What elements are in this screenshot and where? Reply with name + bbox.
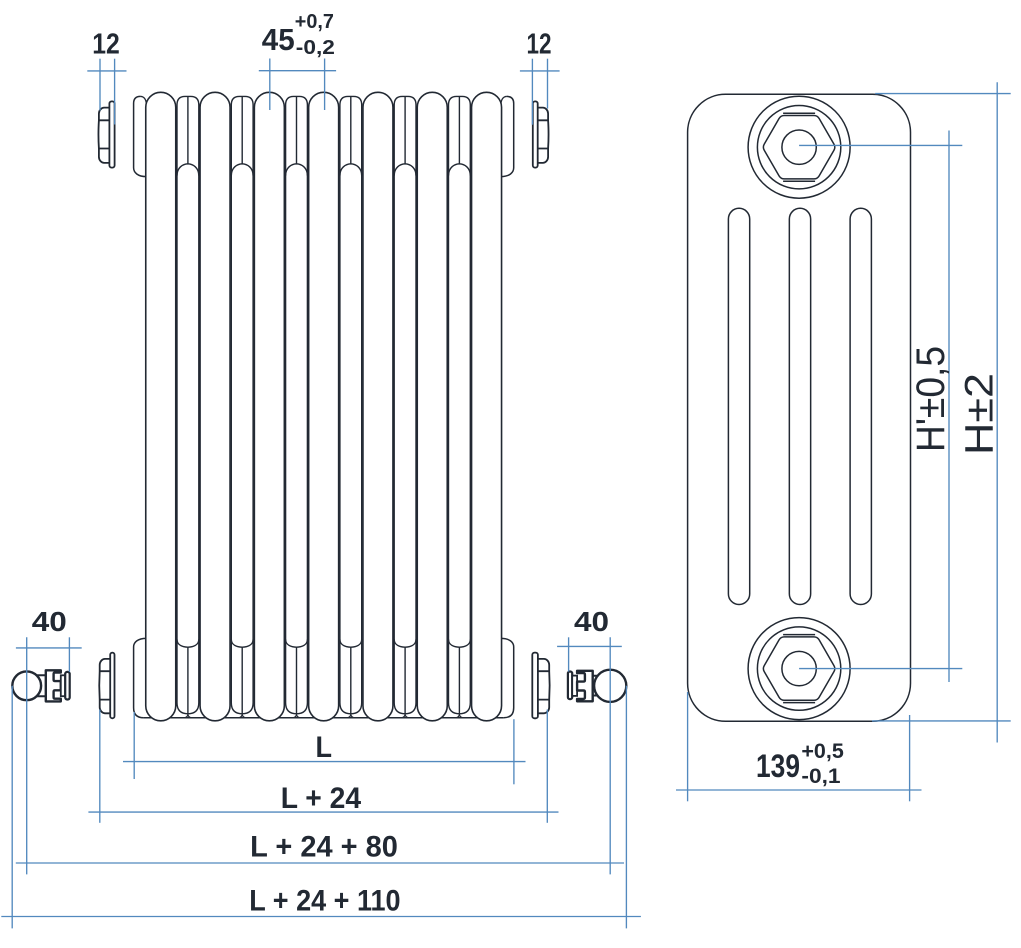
svg-text:40: 40 [32,606,67,637]
svg-text:12: 12 [527,28,552,60]
svg-text:H'±0,5: H'±0,5 [909,346,953,452]
svg-text:+0,7: +0,7 [295,11,334,33]
svg-text:40: 40 [574,606,609,637]
svg-text:-0,2: -0,2 [296,37,335,59]
svg-text:-0,1: -0,1 [801,765,841,788]
svg-text:H±2: H±2 [958,373,1002,455]
svg-text:139: 139 [756,748,800,784]
svg-text:L: L [316,731,333,764]
svg-text:12: 12 [92,28,120,60]
svg-text:L + 24 + 110: L + 24 + 110 [249,885,400,918]
svg-text:45: 45 [262,22,295,57]
svg-text:L + 24: L + 24 [281,782,362,815]
svg-text:L + 24 + 80: L + 24 + 80 [250,830,398,863]
svg-text:+0,5: +0,5 [801,740,844,763]
